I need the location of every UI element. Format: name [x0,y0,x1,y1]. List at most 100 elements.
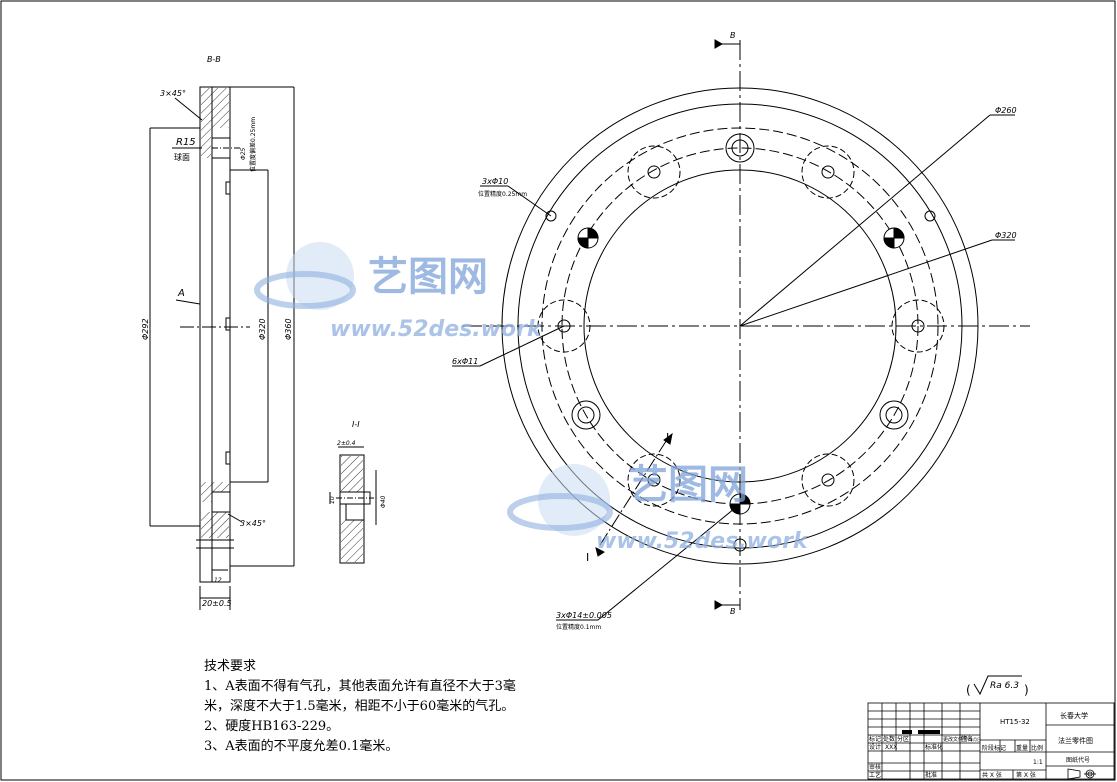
depth-label: 12 [214,577,222,584]
hole-bottom [211,491,231,513]
watermark-url-2: www.52des.work [596,529,809,554]
groove-3 [225,451,231,465]
tb-row-label-zone: 分区 [897,735,909,743]
hatch-bottom-2 [201,512,229,538]
svg-text:(: ( [966,683,971,697]
boss [627,453,681,507]
leader-d320 [739,239,993,327]
detail-hatch-bottom [341,520,363,562]
watermark-logo-2: 艺图网 [628,462,748,508]
hole [879,400,909,430]
callout-d320: Φ320 [995,231,1017,240]
boss [801,145,855,199]
detail-hole-main [345,503,365,521]
boss-hole [821,473,835,487]
chamfer-bottom-label: 3×45° [240,519,266,528]
datum-a-label: A [177,288,185,299]
plan-view: B B [452,31,1030,631]
tb-designer: XXX [885,744,897,751]
bottom-small-hole [733,538,747,552]
boss [627,145,681,199]
radius-note: 球面 [174,152,190,162]
blurred-cell-2 [918,730,940,734]
dim-320-label: Φ320 [258,318,267,340]
leader-d260 [739,114,991,327]
notes-line-3: 2、硬度HB163-229。 [204,719,340,734]
section-arrow-top [714,39,724,49]
leader-pins [597,503,741,621]
flange-section-outline [199,86,231,583]
chamfer-bottom-leader [227,513,243,523]
thickness-label: 20±0.5 [202,599,232,608]
section-bb-title: B-B [207,55,221,64]
cut-arrow-bottom [595,547,605,557]
tb-row-label-date: 年月日 [969,736,981,742]
tb-material: HT15-32 [1000,718,1030,726]
leader-6x11 [479,325,565,367]
chamfer-top-leader [174,97,203,121]
boss-hole [911,319,925,333]
blurred-cell-1 [902,730,912,734]
cut-line-ii [599,437,669,546]
callout-pins-tol: 位置精度0.1mm [556,623,601,631]
tb-approve: 批准 [925,771,937,779]
tb-review: 审核 [869,763,881,771]
section-mark-top: B [730,31,736,40]
tb-row-label-change-doc: 更改文件号 [943,736,968,743]
cut-arrow-top [663,432,673,445]
tb-standardization: 标准化 [925,743,943,751]
hole-tol-label: 位置度偏差0.25mm [249,117,257,172]
tb-design: 设计 [869,743,881,751]
callout-3x10-tol: 位置精度0.25mm [478,190,527,198]
callout-d260: Φ260 [995,106,1017,115]
hole-inner [577,406,595,424]
projection-symbol-icon [1067,768,1096,780]
boss [801,453,855,507]
hole-dim-label: Φ25 [240,147,247,160]
detail-side-dim-label: 10 [329,496,336,504]
watermark-2: 艺图网 www.52des.work [507,462,809,554]
pin-right [883,227,905,249]
hole-inner [885,406,903,424]
pin-left [577,227,599,249]
groove-1 [225,181,231,195]
hatch-top [201,88,229,128]
tb-process: 工艺 [869,771,881,779]
detail-top-dim-label: 2±0.4 [337,440,356,447]
title-block-frame [867,702,1115,780]
boss [537,299,591,353]
radius-label: R15 [176,137,196,148]
tb-drawing-name: 法兰零件图 [1058,736,1093,745]
notes-line-2: 米，深度不大于1.5毫米，相距不小于60毫米的气孔。 [204,699,515,714]
datum-a-leader [175,299,201,305]
dim-292-label: Φ292 [141,318,150,340]
watermark-url-1: www.52des.work [330,317,543,342]
tb-scale-label: 比例 [1031,744,1043,752]
hole [571,400,601,430]
boss-hole [557,319,571,333]
hatch-top-web [201,128,211,158]
bosses [537,145,945,507]
dim-360-label: Φ360 [284,318,293,340]
star-hole-right [924,210,936,222]
section-view-bb: B-B [141,55,295,610]
watermark-globe-icon [254,242,356,310]
tb-school: 长春大学 [1060,711,1088,720]
callout-pins: 3xΦ14±0.005 [556,611,612,620]
tb-row-label-count: 处数 [883,735,895,743]
title-block: 标记 处数 分区 更改文件号 签名 年月日 设计 XXX 标准化 审核 工艺 批… [867,702,1115,780]
watermark-logo-1: 艺图网 [368,254,488,300]
tb-total-sheets: 共 X 张 [982,771,1002,779]
watermark-1: 艺图网 www.52des.work [254,242,543,342]
tb-stage-mark: 阶段标记 [982,744,1006,752]
svg-text:): ) [1024,683,1029,697]
section-ii-mark-top: I [666,431,669,444]
boss-holes [557,165,925,487]
bolt-circle [561,147,919,505]
groove-2 [225,317,231,331]
roughness-value: Ra 6.3 [990,681,1019,691]
notes-line-1: 1、A表面不得有气孔，其他表面允许有直径不大于3毫 [204,679,516,694]
callout-6x11: 6xΦ11 [452,357,478,366]
